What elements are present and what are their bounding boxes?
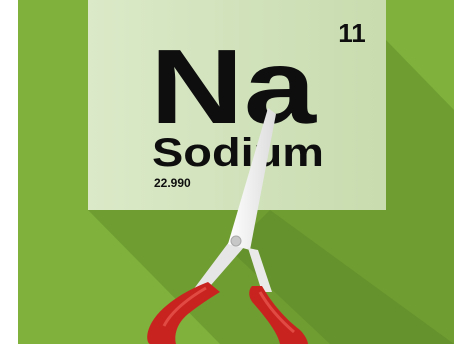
scissors-left-handle <box>147 282 220 344</box>
scissors-upper-blade <box>228 108 276 250</box>
tile-shadow <box>88 40 454 344</box>
atomic-mass: 22.990 <box>154 176 191 190</box>
handle-highlight-left <box>162 286 207 327</box>
scissors-shadow <box>230 210 454 344</box>
scissors-pivot <box>230 235 242 247</box>
left-margin <box>0 0 18 344</box>
scissors-blade-base <box>248 248 272 292</box>
element-name: Sodium <box>152 131 324 175</box>
handle-highlight-right <box>258 291 295 334</box>
atomic-number: 11 <box>338 18 366 48</box>
element-tile: 11 Na Sodium 22.990 <box>88 0 386 210</box>
tile-background <box>88 0 386 210</box>
scissors-icon <box>147 108 308 344</box>
element-symbol: Na <box>150 28 317 146</box>
